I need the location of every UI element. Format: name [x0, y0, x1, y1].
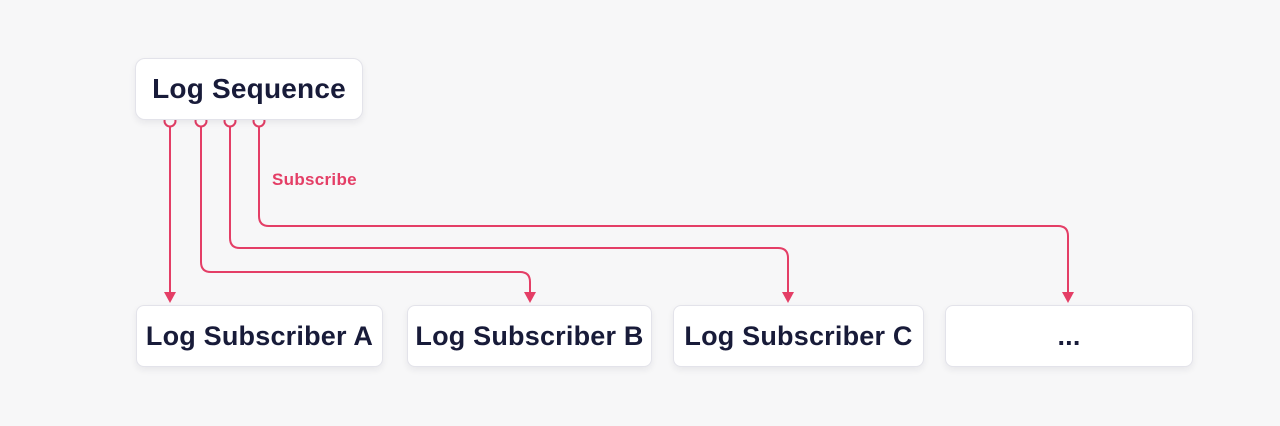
node-log-subscriber-a-label: Log Subscriber A [145, 320, 374, 351]
node-log-subscriber-ellipsis: ... [945, 305, 1193, 367]
connector-subscriber-b [200, 124, 536, 303]
node-log-subscriber-c-label: Log Subscriber C [684, 320, 913, 351]
node-log-subscriber-a: Log Subscriber A [136, 305, 383, 367]
node-log-sequence: Log Sequence [135, 58, 363, 120]
node-log-subscriber-ellipsis-label: ... [1057, 320, 1081, 351]
node-log-subscriber-b: Log Subscriber B [407, 305, 652, 367]
node-log-subscriber-b-label: Log Subscriber B [415, 320, 644, 351]
node-log-subscriber-c: Log Subscriber C [673, 305, 924, 367]
node-log-sequence-label: Log Sequence [152, 73, 346, 104]
edge-label-subscribe: Subscribe [272, 170, 357, 189]
connector-subscriber-c [229, 124, 794, 303]
connector-subscriber-d [258, 124, 1074, 303]
